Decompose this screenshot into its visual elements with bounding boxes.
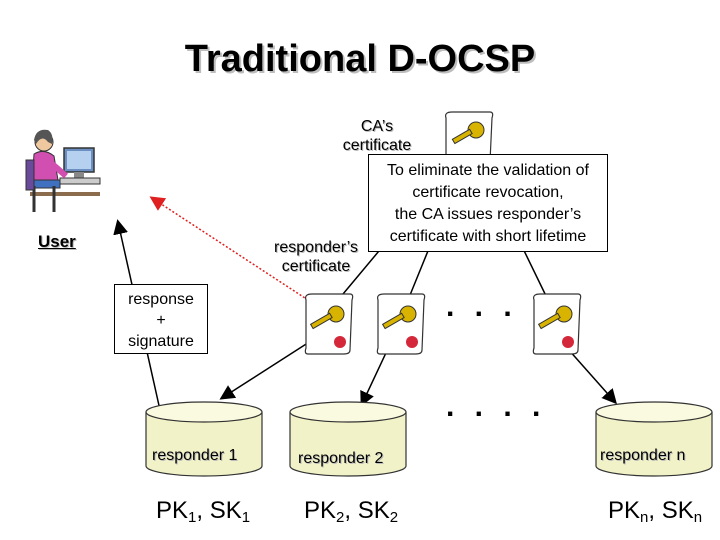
slide-title: Traditional D-OCSP — [184, 38, 536, 80]
response-text: response — [128, 291, 194, 308]
responder1-certificate-icon — [304, 293, 354, 355]
lifetime-callout: To eliminate the validation of certifica… — [368, 154, 608, 252]
ca-certificate-label: CA’s certificate — [342, 118, 412, 153]
responder2-keys: PK2, SK2 — [304, 497, 399, 526]
respondern-label: responder n — [600, 447, 686, 464]
responder-certificate-label: responder’s certificate — [274, 239, 358, 275]
responder2-label: responder 2 — [298, 450, 384, 467]
response-signature-box: response + signature — [114, 284, 208, 354]
respondern-database-icon — [595, 401, 713, 477]
responder2-certificate-icon — [376, 293, 426, 355]
responder1-label: responder 1 — [152, 447, 238, 464]
pk-subscript: 1 — [188, 509, 197, 526]
sk-subscript: n — [693, 509, 703, 526]
sk-subscript: 2 — [389, 509, 399, 526]
callout-line: certificate with short lifetime — [389, 228, 587, 245]
callout-line: the CA issues responder’s — [394, 206, 582, 223]
callout-line: To eliminate the validation of — [387, 162, 589, 179]
responders-ellipsis: . . . . — [446, 390, 547, 423]
pk-subscript: 2 — [336, 509, 345, 526]
responder2-database-icon — [289, 401, 407, 477]
respondern-certificate-icon — [532, 293, 582, 355]
sk-subscript: 1 — [241, 509, 251, 526]
sk-text: SK — [209, 497, 242, 524]
sk-text: SK — [357, 497, 390, 524]
sk-text: SK — [661, 497, 694, 524]
pk-text: PK — [156, 497, 189, 524]
user-label: User — [38, 232, 76, 251]
pk-text: PK — [304, 497, 337, 524]
plus-text: + — [156, 312, 166, 329]
signature-text: signature — [128, 333, 194, 350]
responder1-database-icon — [145, 401, 263, 477]
callout-line: certificate revocation, — [412, 184, 564, 201]
pk-text: PK — [608, 497, 641, 524]
user-computer-icon — [25, 129, 101, 212]
respondern-keys: PKn, SKn — [608, 497, 703, 526]
cert-to-user-red-arrow — [149, 196, 309, 301]
pk-subscript: n — [640, 509, 649, 526]
certificates-ellipsis: . . . — [446, 290, 518, 323]
responder1-keys: PK1, SK1 — [156, 497, 251, 526]
